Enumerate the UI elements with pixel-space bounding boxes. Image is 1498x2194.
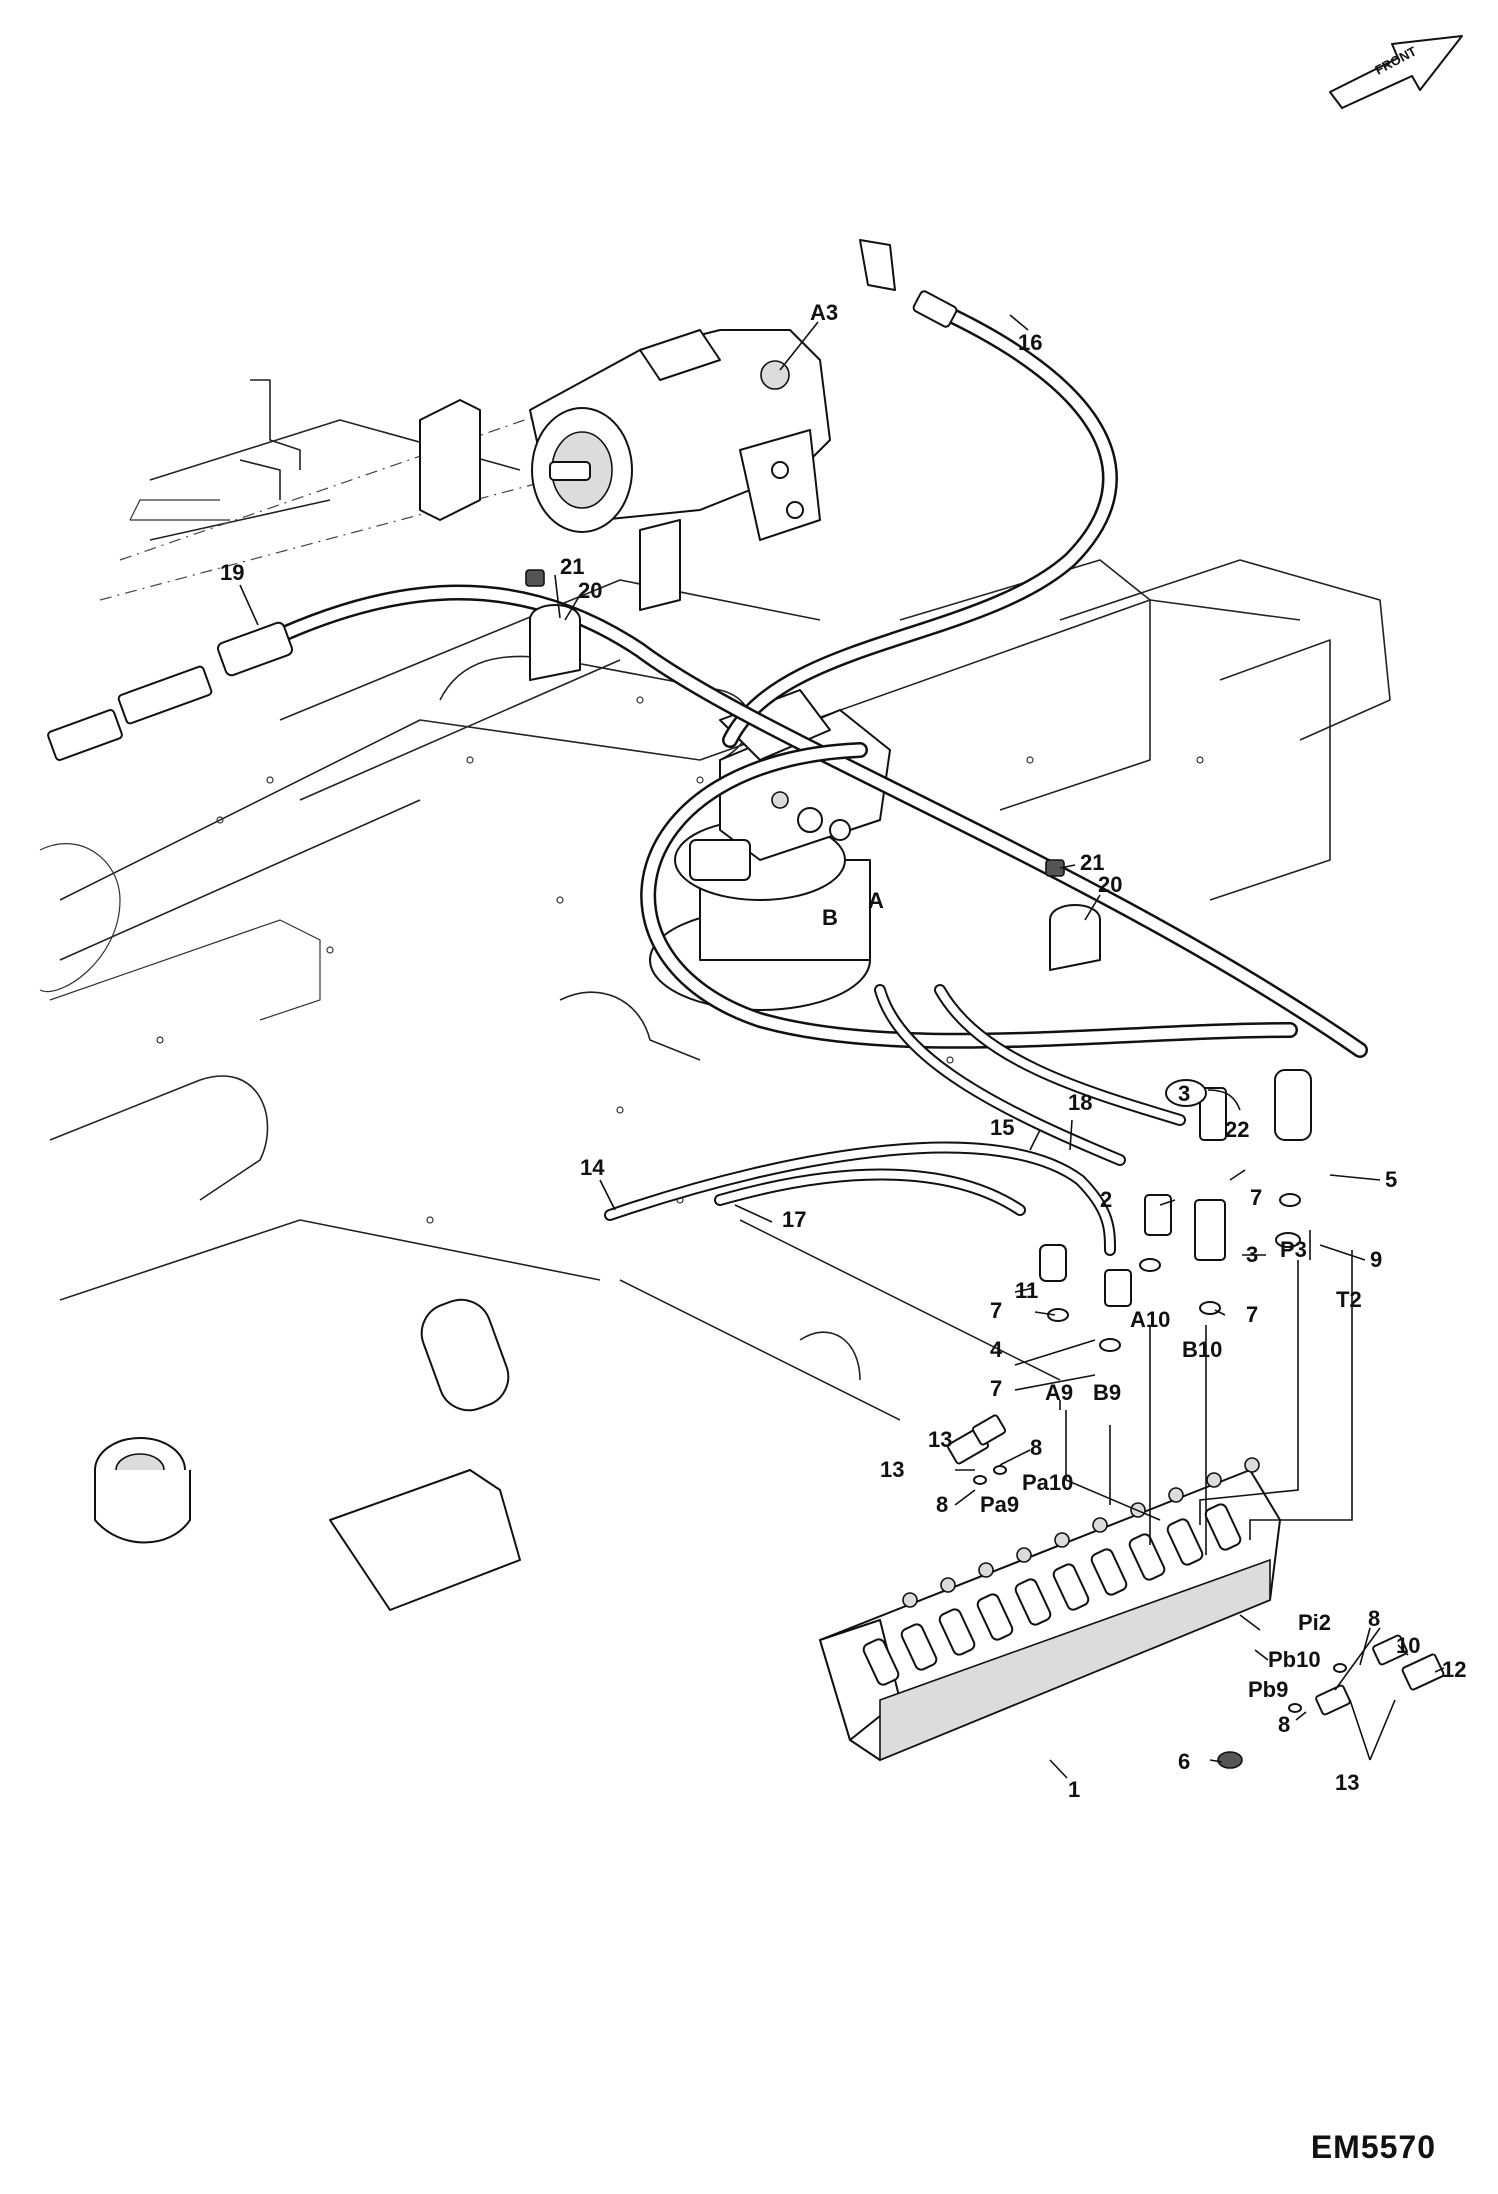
valve-port-hole [940,1577,956,1593]
callout-21a: 21 [560,554,584,579]
valve-spool [976,1593,1014,1641]
callout-20b: 20 [1098,872,1122,897]
hose-clamp-20a [529,604,581,681]
callout-21b: 21 [1080,850,1104,875]
valve-spool [1014,1578,1052,1626]
callout-14: 14 [580,1155,605,1180]
port-labels: A3 A B P3 T2 A10 B10 A9 B9 Pa10 Pa9 Pi2 … [810,300,1362,1702]
callout-5: 5 [1385,1167,1397,1192]
hydraulic-pump-assembly [419,329,831,611]
callout-13b: 13 [880,1457,904,1482]
port-A9: A9 [1045,1380,1073,1405]
valve-spool [1052,1563,1090,1611]
front-arrow-icon: FRONT [1329,35,1463,109]
bolt-21a [525,569,545,587]
valve-port-hole [1054,1532,1070,1548]
valve-port-hole [902,1592,918,1608]
valve-spool [1204,1503,1242,1551]
callout-1: 1 [1068,1777,1080,1802]
callout-8d: 8 [1278,1712,1290,1737]
frame-bolt-holes [156,696,1204,1224]
port-B10: B10 [1182,1337,1222,1362]
valve-port-hole [1092,1517,1108,1533]
port-Pa9: Pa9 [980,1492,1019,1517]
valve-port-hole [1016,1547,1032,1563]
callout-16: 16 [1018,330,1042,355]
port-Pi2: Pi2 [1298,1610,1331,1635]
port-leader-lines [1059,1230,1353,1555]
hose-16 [722,239,1118,748]
valve-port-hole [1206,1472,1222,1488]
callout-7b: 7 [990,1376,1002,1401]
callout-7d: 7 [1246,1302,1258,1327]
callout-8b: 8 [936,1492,948,1517]
drawing-code: EM5570 [1310,2129,1436,2165]
callout-13c: 13 [1335,1770,1359,1795]
callout-12: 12 [1442,1657,1466,1682]
port-B: B [822,905,838,930]
hoses-15-18 [874,984,1186,1166]
swing-motor-assembly [649,689,891,1011]
valve-spool [1128,1533,1166,1581]
hose-19-drain [262,584,1368,1058]
callout-3-ref: 3 [1178,1081,1190,1106]
callout-20a: 20 [578,578,602,603]
fitting-19-assembly [47,621,294,761]
valve-port-hole [1244,1457,1260,1473]
valve-spool [862,1638,900,1686]
callout-19: 19 [220,560,244,585]
hoses-14-17 [604,1141,1116,1256]
valve-spool [1166,1518,1204,1566]
callout-15: 15 [990,1115,1014,1140]
callout-9: 9 [1370,1247,1382,1272]
callout-7c: 7 [1250,1185,1262,1210]
port-B9: B9 [1093,1380,1121,1405]
callout-2: 2 [1100,1187,1112,1212]
valve-spool-stubs [862,1457,1260,1686]
boom-cylinder [94,1298,521,1611]
callout-8c: 8 [1368,1606,1380,1631]
fittings-left-bank [947,1414,1445,1769]
port-A3: A3 [810,300,838,325]
callout-22: 22 [1225,1117,1249,1142]
callout-17: 17 [782,1207,806,1232]
port-Pa10: Pa10 [1022,1470,1073,1495]
callout-18: 18 [1068,1090,1092,1115]
fittings-right-stack [1039,1069,1312,1352]
valve-spool [900,1623,938,1671]
valve-spool [938,1608,976,1656]
port-Pb9: Pb9 [1248,1677,1288,1702]
port-P3: P3 [1280,1237,1307,1262]
callout-6: 6 [1178,1749,1190,1774]
port-Pb10: Pb10 [1268,1647,1321,1672]
port-A10: A10 [1130,1307,1170,1332]
callout-3: 3 [1246,1242,1258,1267]
callout-10: 10 [1396,1633,1420,1658]
port-A: A [868,888,884,913]
valve-spool [1090,1548,1128,1596]
callout-4: 4 [990,1337,1003,1362]
callout-11: 11 [1015,1278,1038,1303]
callout-13a: 13 [928,1427,952,1452]
port-T2: T2 [1336,1287,1362,1312]
valve-port-hole [978,1562,994,1578]
reference-3-circle-icon [1165,1079,1241,1111]
callout-leaders [239,314,1445,1779]
valve-port-hole [1168,1487,1184,1503]
callout-labels: 1 2 3 3 4 5 6 7 7 7 7 8 8 8 8 9 10 11 12… [220,330,1466,1802]
callout-7a: 7 [990,1298,1002,1323]
hose-clamp-20b [1049,904,1101,971]
callout-8a: 8 [1030,1435,1042,1460]
